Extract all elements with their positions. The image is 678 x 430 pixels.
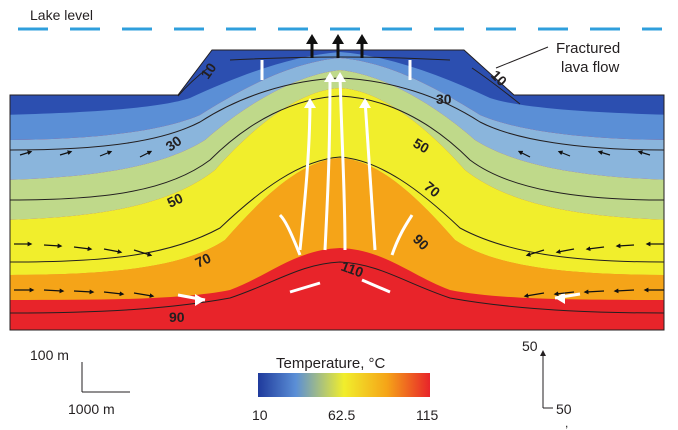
lava-flow-leader [495, 46, 549, 69]
length-scale-bar: 100 m 1000 m [30, 347, 130, 417]
colorbar-title: Temperature, °C [276, 355, 386, 372]
stray-mark: , [565, 416, 568, 430]
scale-horizontal-label: 1000 m [68, 401, 115, 417]
vector-scale: 50 50 , [522, 338, 572, 430]
temperature-field [10, 50, 664, 330]
contour-label: 90 [169, 309, 185, 325]
flow-vectors [14, 34, 664, 306]
contour-label: 70 [193, 250, 214, 271]
scale-vertical-label: 100 m [30, 347, 69, 363]
contour-label: 110 [339, 258, 366, 281]
vector-scale-horizontal-label: 50 [556, 401, 572, 417]
contour-label: 50 [411, 135, 433, 157]
contour-label: 30 [436, 91, 452, 107]
colorbar-mid-label: 62.5 [328, 407, 355, 423]
colorbar-min-label: 10 [252, 407, 268, 423]
temperature-colorbar: Temperature, °C 10 62.5 115 [252, 355, 439, 423]
lava-flow-label-line2: lava flow [561, 59, 620, 76]
colorbar-max-label: 115 [416, 407, 439, 423]
contour-label: 50 [165, 190, 186, 211]
colorbar-gradient [258, 373, 430, 397]
lake-level-label: Lake level [30, 7, 93, 23]
lava-flow-label-line1: Fractured [556, 40, 620, 57]
vector-scale-vertical-label: 50 [522, 338, 538, 354]
